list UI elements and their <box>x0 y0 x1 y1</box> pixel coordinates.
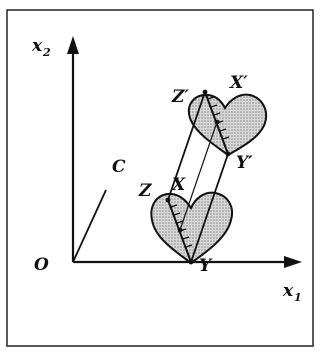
x1-axis-label: x <box>282 281 294 301</box>
lower-heart <box>150 191 233 265</box>
connector-x-xprime <box>179 121 218 231</box>
point-x <box>177 227 183 233</box>
upper-heart <box>187 93 268 157</box>
point-z <box>165 197 171 203</box>
x-label: X <box>171 175 186 195</box>
y-prime-label: Y′ <box>236 153 253 173</box>
z-prime-label: Z′ <box>171 87 189 107</box>
z-label: Z <box>138 181 152 201</box>
x2-axis-label: x <box>31 36 43 56</box>
point-y-prime <box>225 151 231 157</box>
lower-hatches <box>170 204 193 248</box>
origin-label: O <box>34 255 49 275</box>
x2-axis-subscript: 2 <box>42 46 51 59</box>
c-label: C <box>112 157 126 177</box>
x1-axis-subscript: 1 <box>294 291 302 304</box>
point-x-prime <box>214 119 220 125</box>
y-label: Y <box>199 256 213 276</box>
point-z-prime <box>202 89 208 95</box>
connector-z-zprime <box>167 91 206 201</box>
x2-axis-arrowhead <box>67 36 79 54</box>
point-y <box>188 259 194 265</box>
c-axis <box>72 189 107 263</box>
x1-axis-arrowhead <box>284 256 302 268</box>
x-prime-label: X′ <box>229 73 248 93</box>
figure-frame <box>6 9 314 347</box>
connector-y-yprime <box>190 153 229 263</box>
